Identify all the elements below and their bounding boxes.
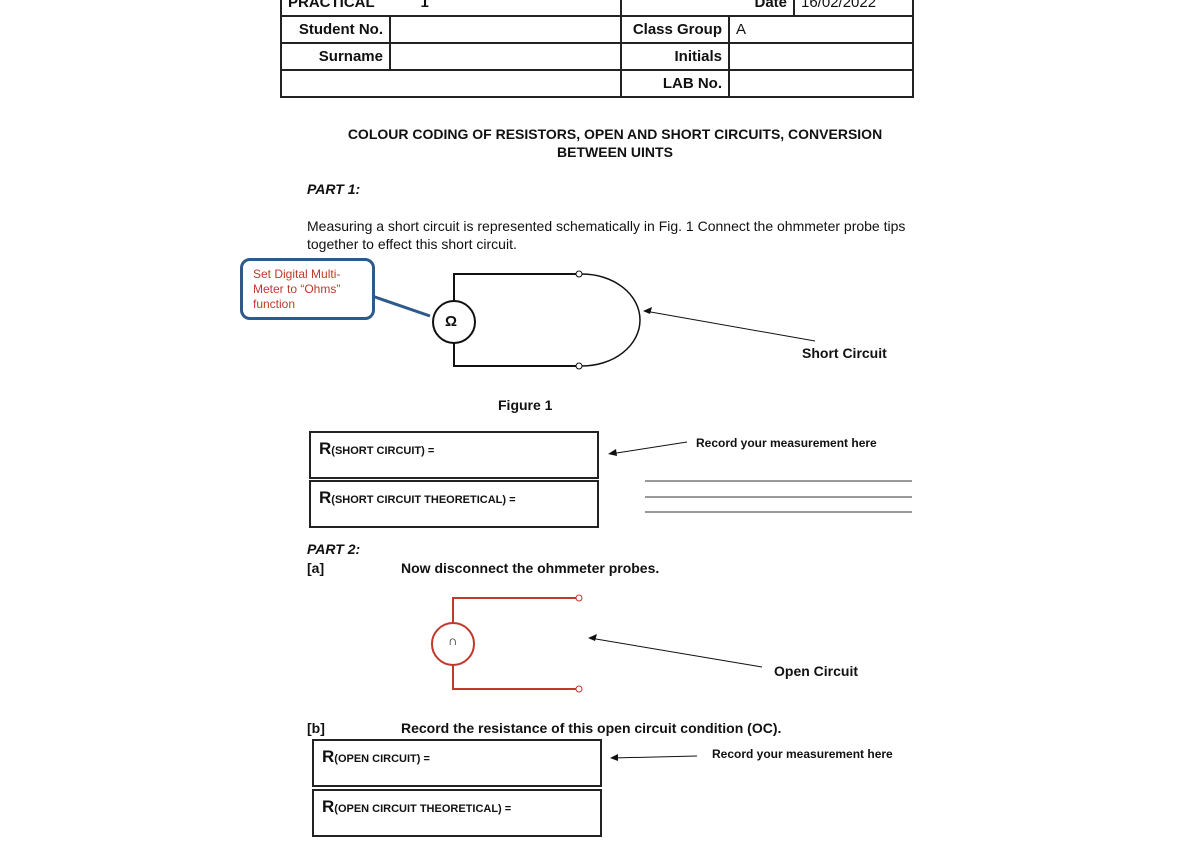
part2-b-label: [b]	[307, 720, 325, 736]
record-hint: Record your measurement here	[696, 436, 877, 450]
lab-no-field[interactable]	[728, 69, 914, 98]
dmm-callout: Set Digital Multi-Meter to “Ohms” functi…	[240, 258, 375, 320]
meter-symbol: ∩	[448, 633, 458, 648]
surname-label: Surname	[280, 42, 391, 71]
class-group-label: Class Group	[620, 15, 730, 44]
meter-icon	[431, 622, 475, 666]
figure-caption: Figure 1	[498, 397, 553, 413]
r-short-theoretical-field[interactable]: R(SHORT CIRCUIT THEORETICAL) =	[309, 480, 599, 528]
r-open-theoretical-field[interactable]: R(OPEN CIRCUIT THEORETICAL) =	[312, 789, 602, 837]
short-circuit-label: Short Circuit	[802, 345, 887, 361]
part2-a-text: Now disconnect the ohmmeter probes.	[401, 560, 660, 576]
student-no-field[interactable]	[389, 15, 622, 44]
arrow-icon	[643, 307, 652, 314]
student-no-label: Student No.	[280, 15, 391, 44]
surname-field[interactable]	[389, 42, 622, 71]
ohmmeter-icon	[432, 300, 476, 344]
part2-b-text: Record the resistance of this open circu…	[401, 720, 782, 736]
empty-cell	[280, 69, 622, 98]
short-circuit-diagram	[371, 270, 912, 513]
r-short-field[interactable]: R(SHORT CIRCUIT) =	[309, 431, 599, 479]
initials-label: Initials	[620, 42, 730, 71]
open-circuit-diagram	[431, 594, 763, 761]
part1-text: Measuring a short circuit is represented…	[307, 218, 906, 252]
lab-no-label: LAB No.	[620, 69, 730, 98]
open-circuit-label: Open Circuit	[774, 663, 859, 679]
part1-heading: PART 1:	[307, 181, 361, 197]
initials-field[interactable]	[728, 42, 914, 71]
part2-a-label: [a]	[307, 560, 325, 576]
ohm-symbol: Ω	[445, 313, 458, 330]
arrow-icon	[588, 634, 597, 641]
header-table: PRACTICAL 1 Date 16/02/2022 Student No. …	[280, 0, 914, 98]
part2-heading: PART 2:	[307, 541, 361, 557]
practical-cell: PRACTICAL 1	[280, 0, 622, 17]
document-title: COLOUR CODING OF RESISTORS, OPEN AND SHO…	[347, 126, 883, 160]
date-label: Date	[620, 0, 794, 17]
class-group-field[interactable]: A	[728, 15, 914, 44]
arrow-icon	[610, 754, 618, 761]
record-hint-open: Record your measurement here	[712, 747, 893, 761]
r-open-field[interactable]: R(OPEN CIRCUIT) =	[312, 739, 602, 787]
arrow-icon	[608, 449, 617, 456]
date-value[interactable]: 16/02/2022	[793, 0, 914, 17]
